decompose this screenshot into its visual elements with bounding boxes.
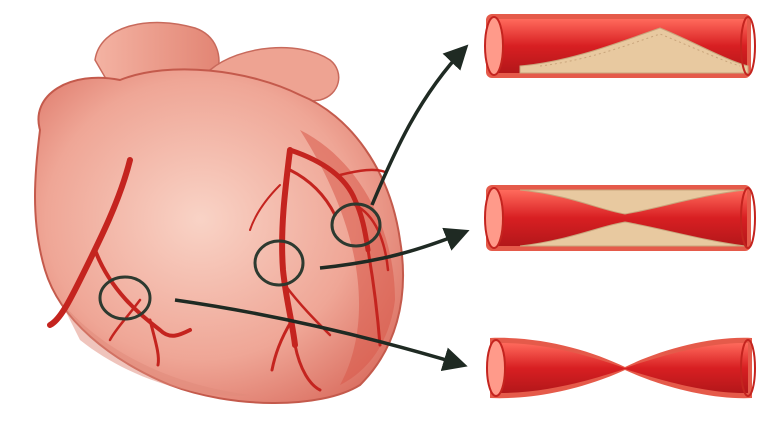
- vessel-opening: [485, 188, 503, 248]
- vessel-lumen: [494, 343, 748, 393]
- vessel-mild-stenosis: [485, 14, 755, 78]
- vessel-opening: [485, 17, 503, 75]
- heart-body: [35, 69, 403, 403]
- vessel-opening: [487, 340, 505, 396]
- vessel-severe-stenosis: [487, 338, 755, 398]
- arrow-to-mild: [372, 48, 465, 205]
- heart: [35, 23, 403, 403]
- vessel-moderate-stenosis: [485, 185, 755, 251]
